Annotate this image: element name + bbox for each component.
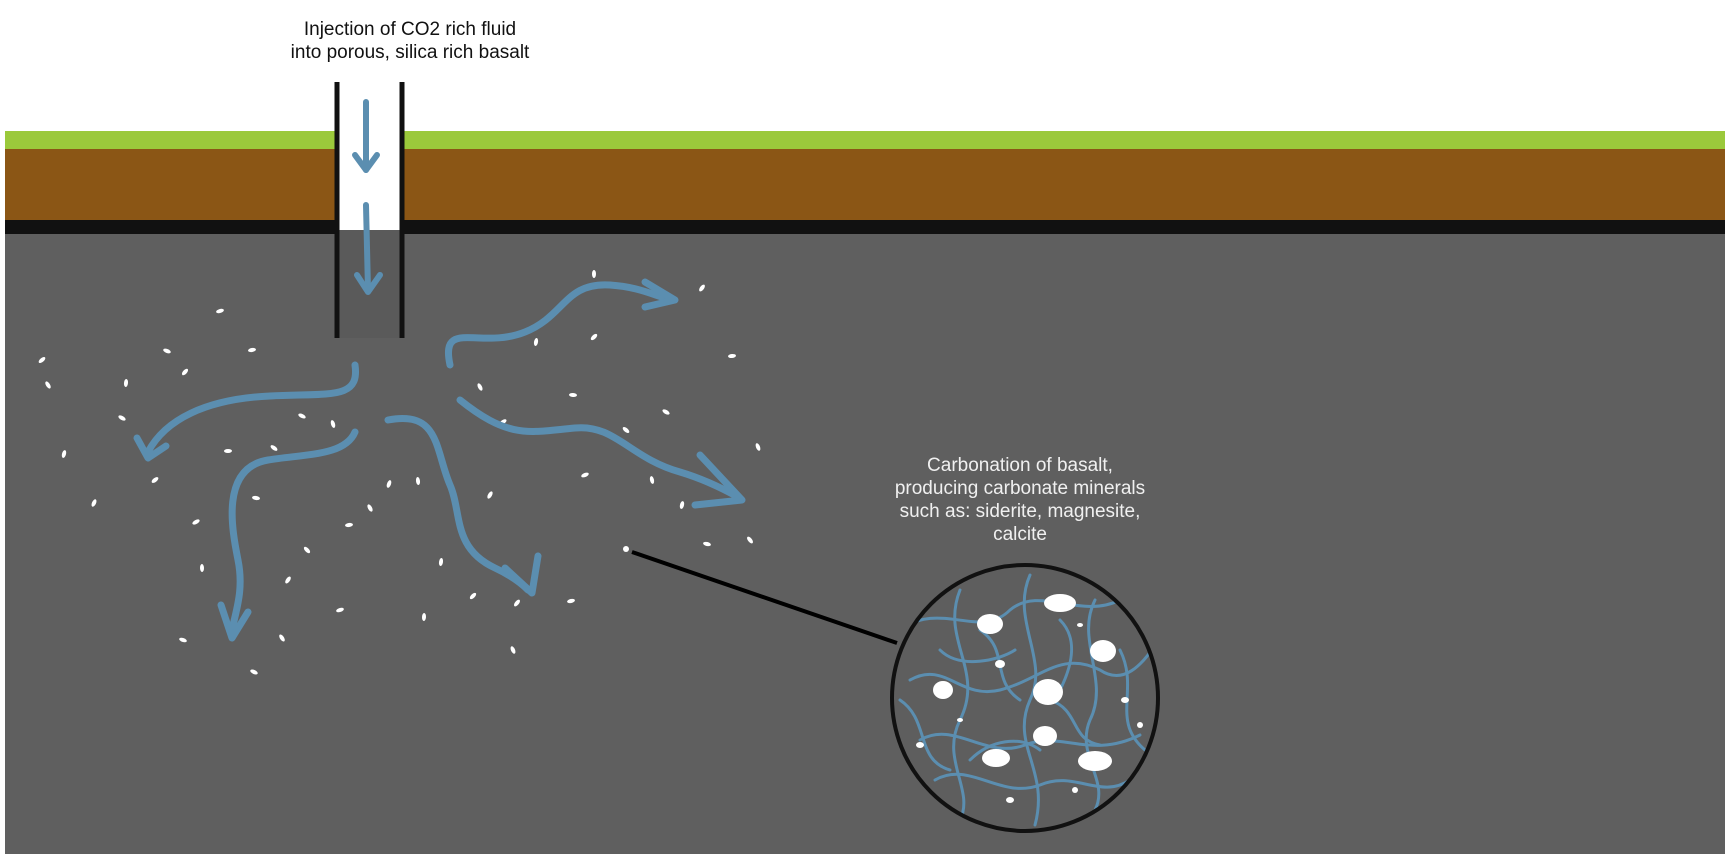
magnifier-circle-icon	[890, 563, 1160, 833]
flow-arrow-icon	[641, 278, 679, 311]
mineral-grain-icon	[367, 504, 373, 512]
carbonation-label-line: calcite	[993, 524, 1047, 545]
leader-line	[631, 550, 898, 645]
mineral-grain-icon	[270, 445, 278, 451]
flow-arrow-icon	[144, 361, 360, 456]
carbonate-veins	[898, 573, 1158, 827]
mineral-grain-icon	[477, 383, 483, 391]
mineral-grain-icon	[649, 476, 655, 484]
mineral-grain-icon	[421, 613, 427, 621]
mineral-grain-icon	[345, 522, 353, 528]
mineral-grain-icon	[38, 357, 46, 363]
injection-label-line: into porous, silica rich basalt	[290, 42, 530, 63]
mineral-grain-icon	[699, 284, 705, 292]
mineral-grain-icon	[755, 443, 761, 451]
carbonation-label-line: Carbonation of basalt,	[927, 455, 1113, 476]
mineral-grain-icon	[728, 353, 736, 359]
flow-arrow-icon	[691, 451, 746, 509]
mineral-grain-icon	[622, 426, 630, 434]
mineral-grain-icon	[514, 599, 520, 607]
injection-label-line: Injection of CO2 rich fluid	[303, 19, 517, 40]
fluid-flow-paths	[133, 278, 746, 642]
flow-arrow-icon	[456, 396, 742, 501]
mineral-grain-icon	[386, 480, 392, 488]
mineral-grain-icon	[592, 270, 596, 278]
carbonation-label-line: such as: siderite, magnesite,	[899, 501, 1141, 522]
mineral-grain-icon	[336, 607, 344, 613]
mineral-grain-icon	[181, 368, 189, 376]
mineral-grain-icon	[252, 495, 260, 501]
mineral-grain-icon	[415, 477, 421, 485]
flow-arrow-icon	[133, 434, 170, 462]
basalt-layer	[5, 230, 1725, 854]
mineral-grain-icon	[569, 392, 577, 398]
carbonation-label-line: producing carbonate minerals	[894, 478, 1146, 499]
mineral-grain-icon	[216, 308, 224, 314]
mineral-grain-icon	[438, 558, 444, 566]
mineral-grain-icon	[250, 669, 258, 675]
carbonate-minerals	[916, 594, 1143, 803]
mineral-grain-icon	[118, 415, 126, 421]
flow-arrow-icon	[501, 552, 542, 597]
mineral-grain-icon	[151, 477, 159, 483]
mineral-grain-icon	[91, 499, 97, 507]
mineral-grain-icon	[533, 338, 539, 346]
down-arrow-icon	[352, 99, 380, 173]
mineral-grain-icon	[123, 379, 129, 387]
mineral-grain-icon	[298, 413, 306, 419]
mineral-grain-icon	[303, 546, 311, 554]
mineral-grain-icon	[179, 637, 187, 643]
mineral-grain-icon	[581, 472, 589, 478]
injection-well	[334, 82, 405, 338]
well-bore-top	[338, 85, 401, 230]
mineral-grain-icon	[590, 333, 598, 341]
mineral-grain-icon	[61, 450, 67, 458]
mineral-grain-icon	[330, 420, 336, 428]
mineral-grain-icon	[192, 519, 200, 525]
mineral-grain-icon	[199, 564, 205, 572]
mineral-grain-icon	[279, 634, 285, 642]
mineral-grain-icon	[248, 347, 256, 353]
mineral-grain-icon	[662, 409, 670, 415]
ground-layers	[5, 131, 1725, 854]
mineral-grain-icon	[567, 598, 575, 604]
mineral-grains	[38, 270, 761, 675]
injection-label: Injection of CO2 rich fluid into porous,…	[230, 18, 590, 64]
mineral-grain-icon	[224, 448, 232, 454]
mineral-grain-icon	[45, 381, 51, 389]
mineral-grain-icon	[510, 646, 516, 654]
mineral-grain-icon	[285, 576, 291, 584]
flow-arrow-icon	[228, 428, 359, 634]
leader-point	[623, 546, 629, 552]
mineral-grain-icon	[747, 536, 753, 544]
grass-layer	[5, 131, 1725, 149]
mineral-grain-icon	[469, 592, 477, 600]
mineral-grain-icon	[487, 491, 493, 499]
down-arrow-icon	[354, 202, 383, 295]
mineral-grain-icon	[163, 348, 171, 354]
flow-arrow-icon	[445, 281, 676, 369]
mineral-grain-icon	[703, 541, 711, 547]
soil-layer	[5, 148, 1725, 223]
flow-arrow-icon	[217, 601, 252, 642]
soil-base-line	[5, 220, 1725, 234]
carbonation-label: Carbonation of basalt, producing carbona…	[840, 454, 1200, 546]
mineral-grain-icon	[679, 501, 685, 509]
